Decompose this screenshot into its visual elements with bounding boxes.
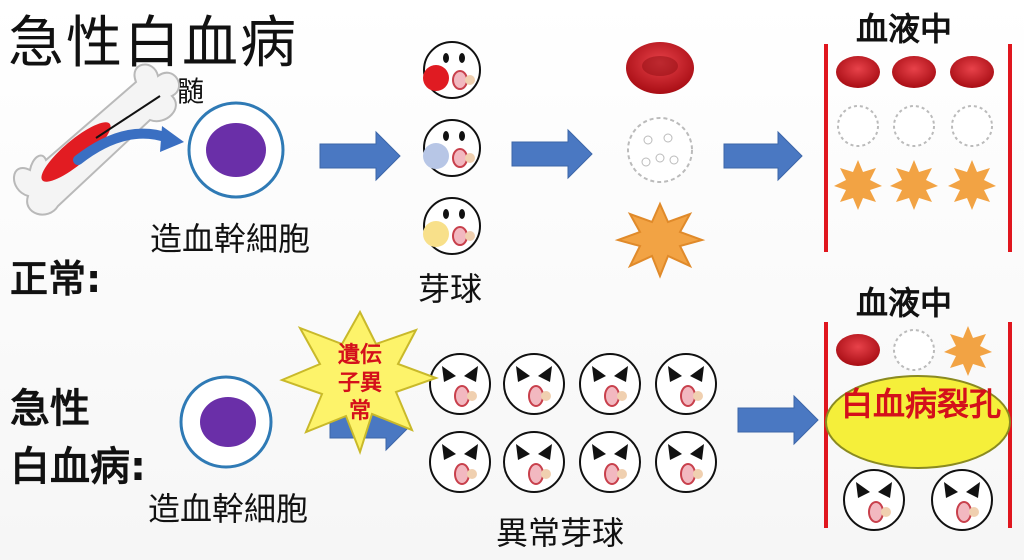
abnormal-blast-icon (931, 469, 993, 531)
platelet-icon (948, 160, 996, 210)
gene-abnormality-label: 遺伝子異常 (337, 343, 382, 424)
white-blood-cell-icon (893, 105, 935, 147)
platelet-icon (944, 326, 992, 376)
abnormal-blast-icon (843, 469, 905, 531)
leukemia-row-label-line2: 白血病: (10, 444, 146, 490)
white-blood-cell-icon (837, 105, 879, 147)
platelet-icon (890, 160, 938, 210)
abnormal-blast-icon (655, 431, 717, 493)
red-blood-cell-icon (892, 56, 936, 88)
platelet-icon (834, 160, 882, 210)
red-blood-cell-icon (626, 42, 694, 94)
abnormal-blast-icon (579, 431, 641, 493)
leukemia-row-label-line1: 急性 (10, 386, 90, 432)
bone-marrow-pointer (95, 95, 161, 139)
abnormal-blast-icon (579, 353, 641, 415)
arrow-icon (319, 130, 401, 182)
abnormal-blast-icon (655, 353, 717, 415)
blast-red-icon (423, 41, 481, 99)
bone-icon (13, 63, 184, 216)
blast-white-icon (423, 119, 481, 177)
abnormal-blast-icon (503, 353, 565, 415)
bone-marrow-icon (41, 122, 111, 182)
normal-row-label: 正常: (10, 257, 102, 301)
leukemic-gap-icon (825, 375, 1011, 469)
white-blood-cell-icon (951, 105, 993, 147)
red-blood-cell-icon (836, 56, 880, 88)
stem-cell-label-leukemia: 造血幹細胞 (148, 490, 309, 528)
platelet-icon (614, 201, 706, 279)
leukemic-gap-label: 白血病裂孔 (840, 385, 1001, 423)
arrow-icon (511, 128, 593, 180)
red-blood-cell-icon (836, 334, 880, 366)
gene-abnormality-burst-icon (279, 309, 439, 456)
abnormal-blast-icon (429, 353, 491, 415)
blood-label-normal: 血液中 (856, 10, 953, 48)
stem-cell-leukemia-icon (179, 375, 273, 469)
blast-platelet-icon (423, 197, 481, 255)
slide-title: 急性白血病 (8, 11, 298, 76)
red-blood-cell-icon (950, 56, 994, 88)
blast-label: 芽球 (418, 270, 483, 308)
arrow-icon (723, 130, 803, 182)
bone-arrow-icon (73, 128, 173, 165)
stem-cell-normal-icon (187, 101, 285, 199)
blood-label-leukemia: 血液中 (856, 284, 953, 322)
abnormal-blast-icon (503, 431, 565, 493)
white-blood-cell-icon (893, 329, 935, 371)
abnormal-blast-label: 異常芽球 (496, 514, 625, 552)
arrow-icon (737, 394, 819, 446)
white-blood-cell-icon (627, 117, 693, 183)
abnormal-blast-icon (429, 431, 491, 493)
stem-cell-label-normal: 造血幹細胞 (150, 220, 311, 258)
